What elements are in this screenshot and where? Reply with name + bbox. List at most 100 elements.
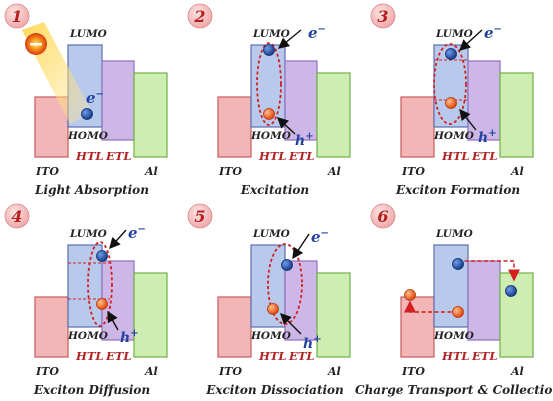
etl-label: ETL — [471, 349, 497, 363]
etl-block — [467, 260, 501, 341]
pointer-arrow — [277, 29, 302, 49]
number-badge — [370, 203, 396, 229]
hole-dot — [404, 289, 416, 301]
electron-dot — [281, 259, 293, 271]
homo-label: HOMO — [250, 130, 292, 142]
etl-label: ETL — [105, 349, 131, 363]
hole-dot — [445, 97, 457, 109]
hole-label: h+ — [295, 131, 314, 149]
al-label: Al — [327, 365, 341, 378]
hole-transport-path — [404, 300, 458, 313]
pointer-arrow — [276, 117, 296, 135]
number-badge — [4, 3, 30, 29]
pointer-arrow — [458, 29, 483, 51]
al-label: Al — [144, 365, 158, 378]
ito-label: ITO — [401, 165, 425, 178]
ito-label: ITO — [35, 165, 59, 178]
al-block — [499, 272, 534, 358]
hole-label: h+ — [478, 128, 497, 146]
number-badge — [187, 203, 213, 229]
number-badge — [187, 3, 213, 29]
htl-label: HTL — [75, 149, 104, 163]
hole-label: h+ — [120, 328, 139, 346]
etl-block — [101, 60, 135, 141]
lumo-label: LUMO — [69, 228, 108, 240]
pointer-arrow — [459, 108, 477, 131]
etl-label: ETL — [288, 149, 314, 163]
htl-label: HTL — [258, 149, 287, 163]
panel-caption: Excitation — [240, 183, 309, 197]
al-block — [133, 72, 168, 158]
al-block — [133, 272, 168, 358]
homo-label: HOMO — [67, 330, 109, 342]
ito-label: ITO — [401, 365, 425, 378]
exciton-ellipse — [87, 241, 113, 327]
number-badge-text: 3 — [377, 7, 388, 26]
panel-caption: Exciton Diffusion — [33, 383, 150, 397]
htl-label: HTL — [258, 349, 287, 363]
ito-label: ITO — [218, 365, 242, 378]
electron-dot — [452, 258, 464, 270]
etl-block — [284, 260, 318, 341]
hole-dot — [263, 108, 275, 120]
number-badge-text: 5 — [194, 207, 205, 226]
hole-dot — [267, 303, 279, 315]
al-label: Al — [510, 165, 524, 178]
al-label: Al — [327, 165, 341, 178]
homo-label: HOMO — [67, 130, 109, 142]
etl-label: ETL — [471, 149, 497, 163]
electron-dot — [263, 44, 275, 56]
al-label: Al — [510, 365, 524, 378]
number-badge — [370, 3, 396, 29]
etl-block — [101, 260, 135, 341]
pointer-arrow — [292, 233, 310, 260]
al-block — [499, 72, 534, 158]
htl-label: HTL — [441, 349, 470, 363]
electron-dot — [505, 285, 517, 297]
panel-caption: Charge Transport & Collection — [355, 383, 553, 397]
al-block — [316, 72, 351, 158]
homo-label: HOMO — [250, 330, 292, 342]
al-label: Al — [144, 165, 158, 178]
htl-label: HTL — [441, 149, 470, 163]
lumo-label: LUMO — [435, 28, 474, 40]
number-badge-text: 2 — [193, 7, 205, 26]
electron-label: e− — [128, 224, 146, 242]
panel-caption: Light Absorption — [34, 183, 149, 197]
lumo-label: LUMO — [252, 28, 291, 40]
panel-caption: Exciton Formation — [395, 183, 520, 197]
homo-label: HOMO — [433, 330, 475, 342]
ito-block — [34, 296, 69, 358]
lumo-label: LUMO — [252, 228, 291, 240]
electron-dot — [445, 48, 457, 60]
panel-caption: Exciton Dissociation — [205, 383, 344, 397]
ito-label: ITO — [218, 165, 242, 178]
lumo-label: LUMO — [69, 28, 108, 40]
electron-label: e− — [86, 89, 104, 107]
htl-label: HTL — [75, 349, 104, 363]
pointer-arrow — [109, 229, 127, 250]
pointer-arrow — [280, 313, 302, 335]
hole-label: h+ — [303, 334, 322, 352]
ito-block — [400, 96, 435, 158]
hole-dot — [452, 306, 464, 318]
lumo-label: LUMO — [435, 228, 474, 240]
al-block — [316, 272, 351, 358]
number-badge-text: 4 — [11, 207, 22, 226]
exciton-ellipse — [256, 42, 282, 126]
electron-label: e− — [484, 24, 502, 42]
ito-block — [217, 96, 252, 158]
electron-label: e− — [308, 24, 326, 42]
ito-block — [217, 296, 252, 358]
electron-dot — [81, 108, 93, 120]
number-badge-text: 6 — [377, 207, 388, 226]
hole-dot — [96, 298, 108, 310]
electron-dot — [96, 250, 108, 262]
